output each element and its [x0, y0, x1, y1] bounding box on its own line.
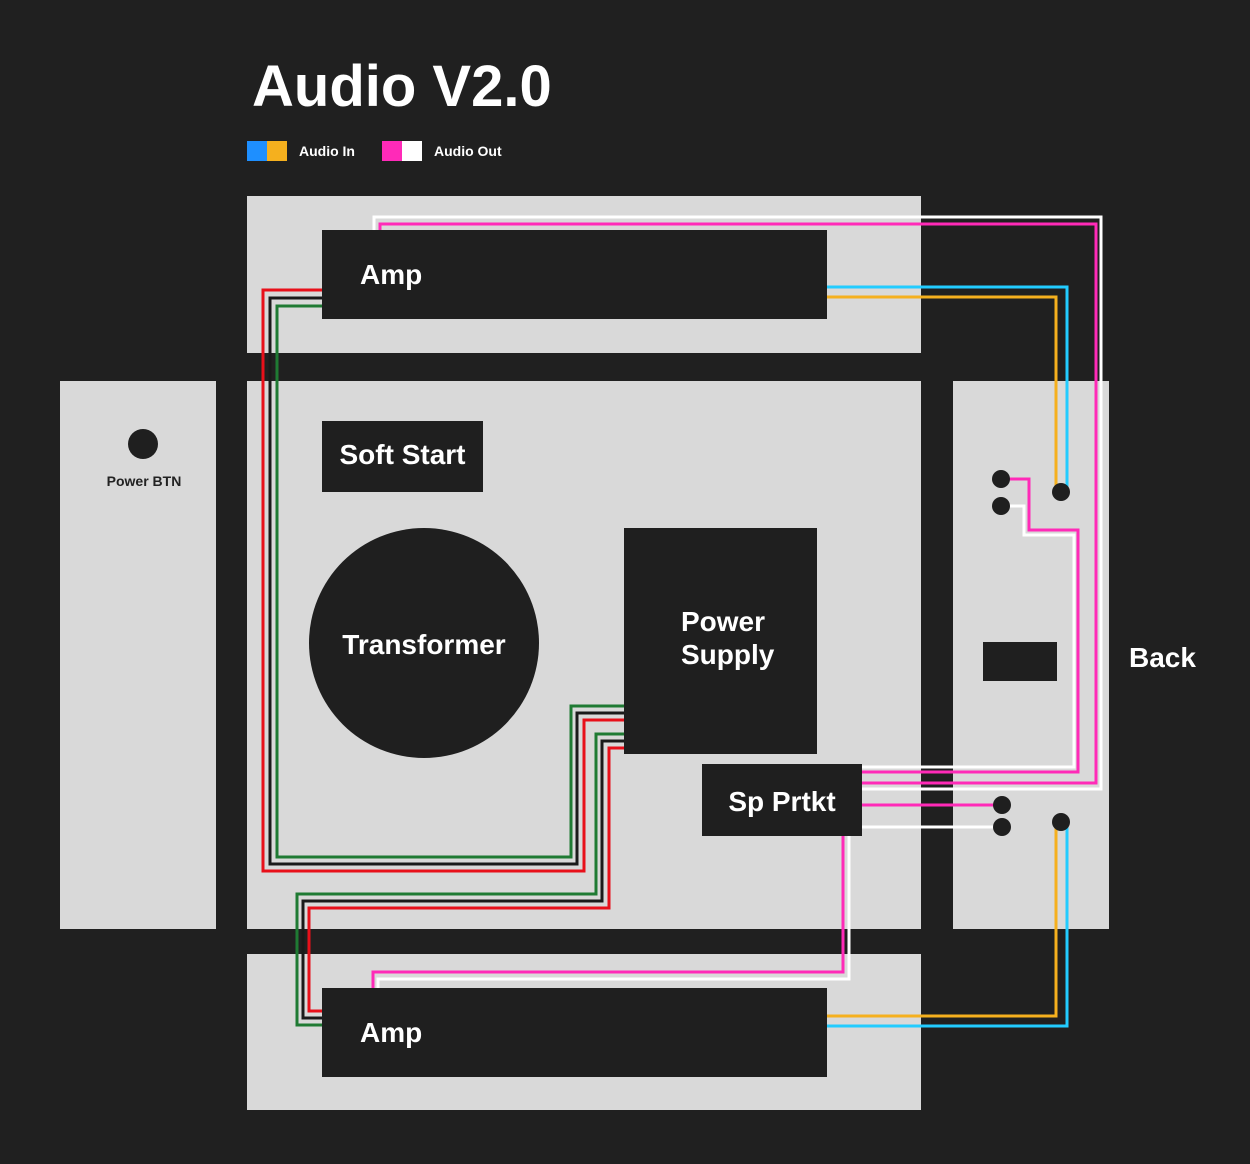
power-supply-label-line2: Supply [681, 639, 775, 670]
page-title: Audio V2.0 [252, 54, 552, 119]
legend-audio-out: Audio Out [382, 140, 502, 162]
connector-out-bottom-2[interactable] [993, 818, 1011, 836]
transformer-label: Transformer [342, 629, 506, 660]
connector-out-bottom-1[interactable] [993, 796, 1011, 814]
connector-in-bottom[interactable] [1052, 813, 1070, 831]
audio-in-wires [827, 285, 1069, 1028]
power-wires-bottom-amp [295, 732, 624, 1027]
wire-orange-top [827, 295, 1058, 492]
wire-white-back-out [862, 504, 1076, 769]
wire-green-bottom [295, 732, 624, 1027]
power-supply-label-line1: Power [681, 606, 766, 637]
power-supply-block[interactable] [624, 528, 817, 754]
connector-in-top[interactable] [1052, 483, 1070, 501]
back-connectors [992, 470, 1070, 836]
connector-out-top-1[interactable] [992, 470, 1010, 488]
audio-out-wires [371, 215, 1103, 988]
power-wires-top-amp [261, 288, 624, 873]
power-supply-label: Power Supply [681, 605, 774, 671]
connector-out-top-2[interactable] [992, 497, 1010, 515]
legend-audio-in-swatch-1 [247, 141, 267, 161]
wire-cyan-bottom [827, 822, 1069, 1028]
wire-green-top [275, 304, 624, 859]
wire-black-top [268, 296, 624, 866]
wire-black-bottom [301, 739, 624, 1020]
soft-start-label: Soft Start [339, 439, 466, 470]
component-blocks [128, 230, 1057, 1077]
amp-top-label: Amp [360, 259, 423, 290]
wire-white-top-amp [372, 215, 1103, 791]
legend-audio-in-swatch-2 [267, 141, 287, 161]
front-panel [60, 381, 216, 929]
legend-audio-in: Audio In [247, 140, 355, 162]
transformer-block[interactable] [309, 528, 539, 758]
legend-audio-in-label: Audio In [299, 143, 355, 159]
wire-red-top [261, 288, 624, 873]
amp-top-block[interactable] [322, 230, 827, 319]
power-button-label: Power BTN [106, 473, 182, 489]
back-panel-cutout [983, 642, 1057, 681]
wire-orange-bottom [827, 822, 1058, 1018]
speaker-protect-block[interactable] [702, 764, 862, 836]
wire-cyan-top [827, 285, 1069, 492]
legend-audio-out-swatch-2 [402, 141, 422, 161]
legend-audio-out-label: Audio Out [434, 143, 502, 159]
amp-bottom-label: Amp [360, 1017, 423, 1048]
back-label: Back [1129, 642, 1196, 673]
wire-magenta-back-out [862, 477, 1080, 774]
power-button-dot[interactable] [128, 429, 158, 459]
wire-red-bottom [307, 746, 624, 1013]
wire-white-bottom-amp [376, 836, 851, 988]
legend-audio-out-swatch-1 [382, 141, 402, 161]
wire-magenta-top-amp [378, 222, 1098, 785]
wire-magenta-bottom-amp [371, 836, 845, 988]
soft-start-block[interactable] [322, 421, 483, 492]
speaker-protect-label: Sp Prtkt [728, 786, 836, 817]
amp-bottom-block[interactable] [322, 988, 827, 1077]
